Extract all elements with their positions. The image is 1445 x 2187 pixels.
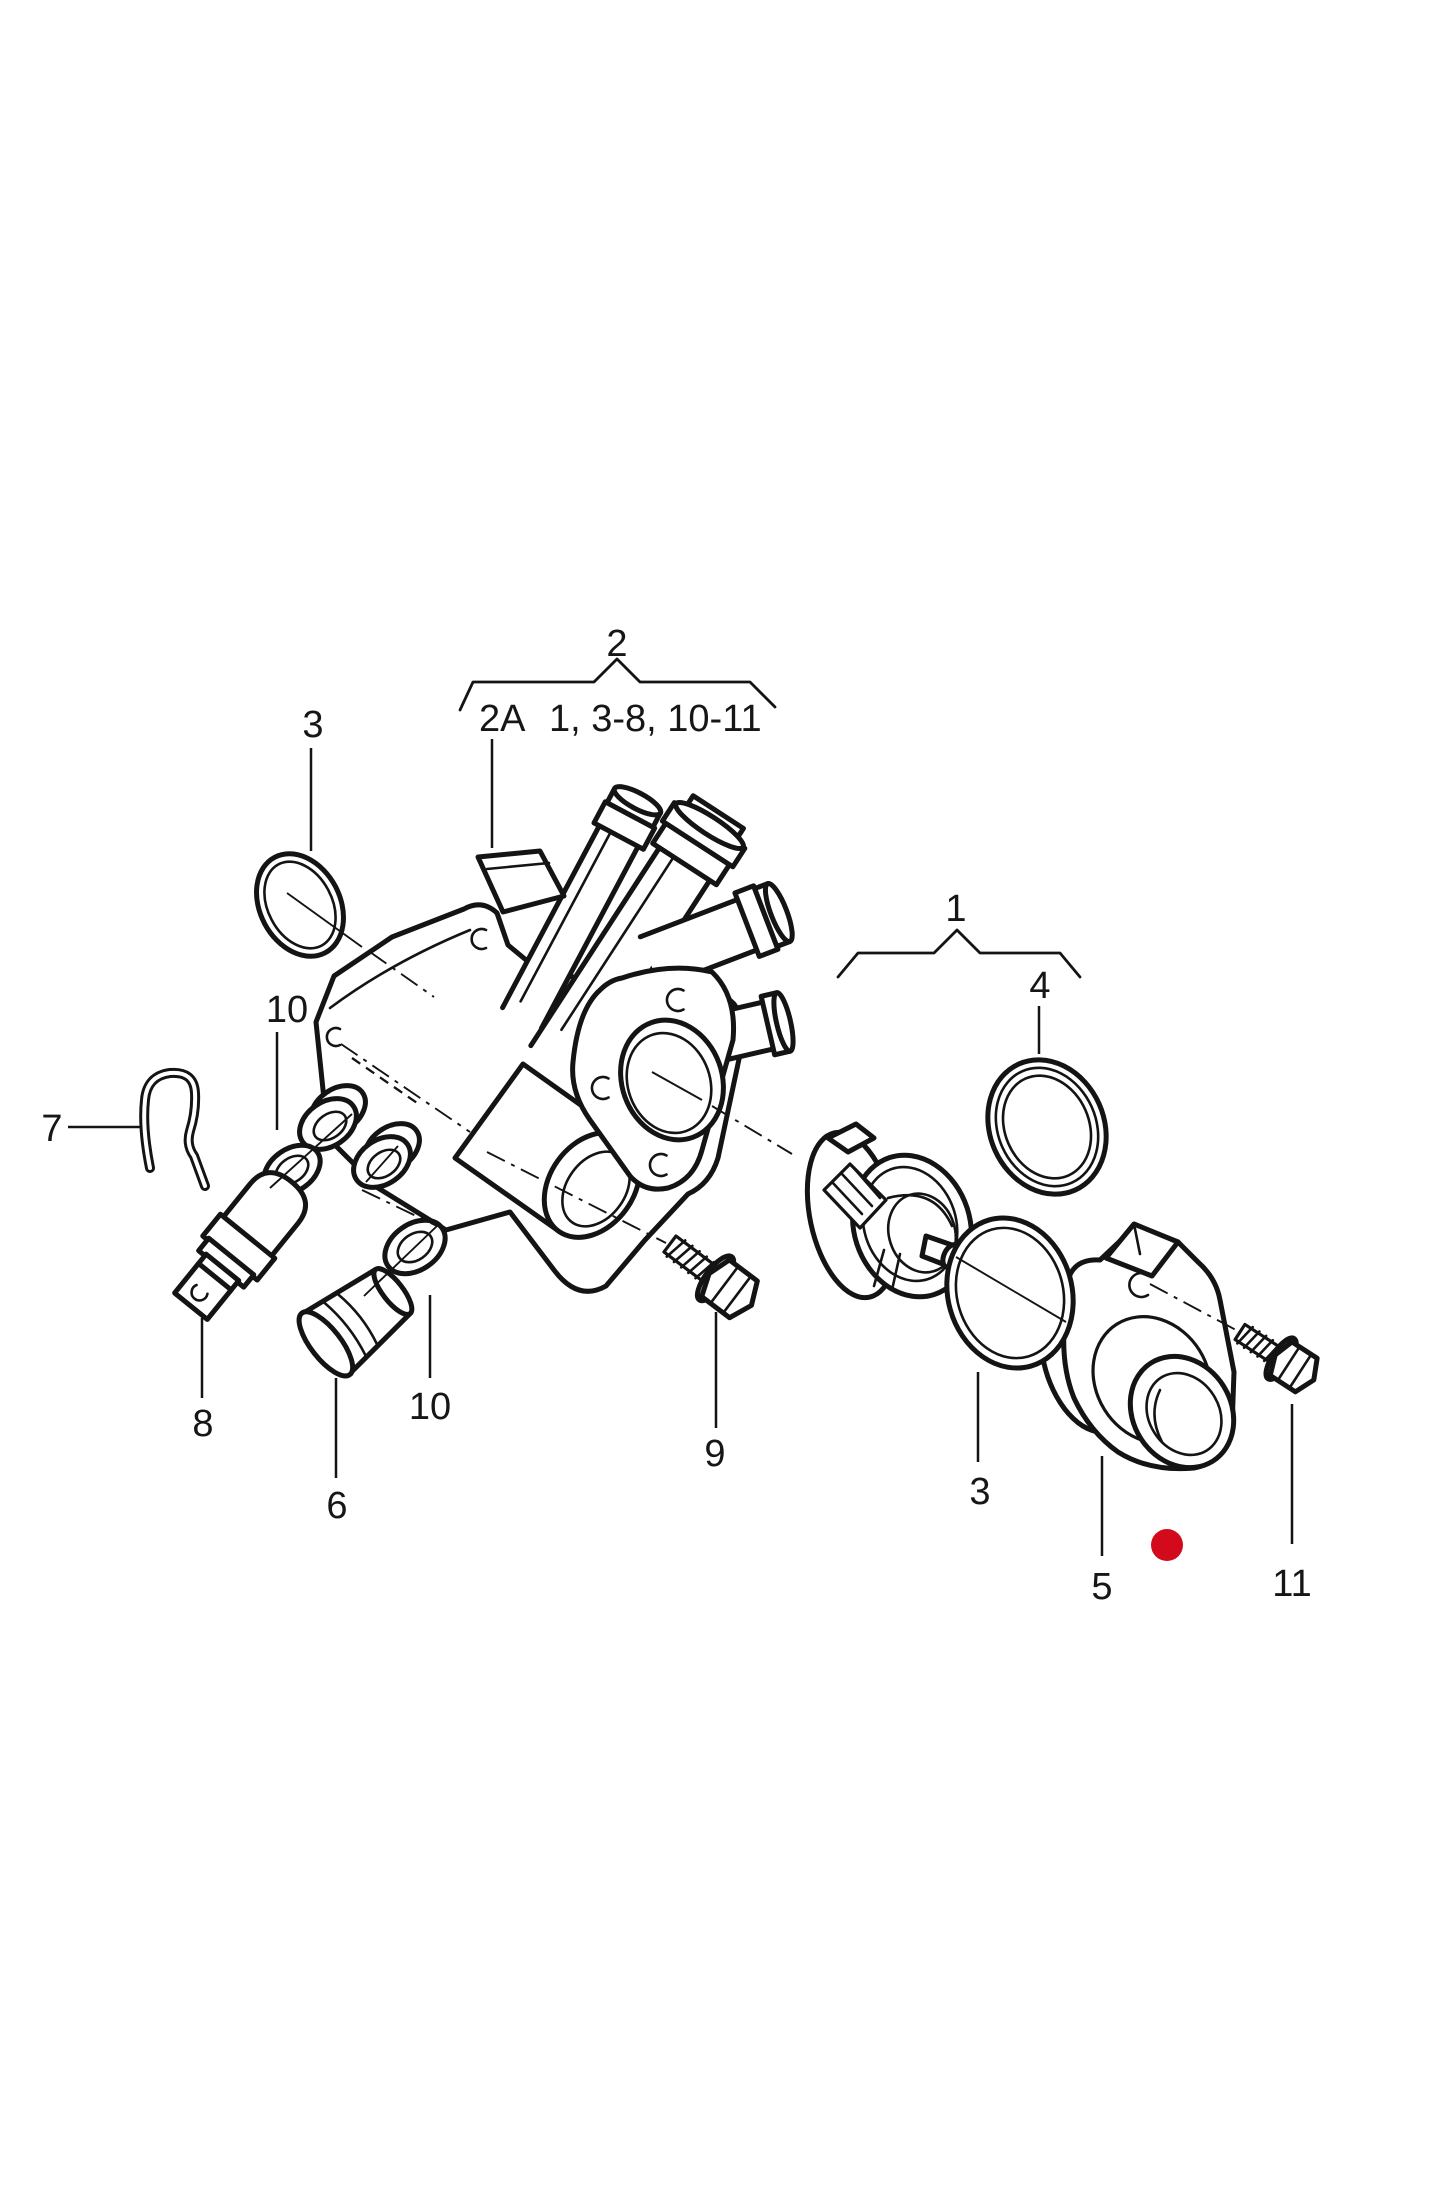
sealing-plug-6 <box>296 1266 415 1379</box>
callout-label-8: 8 <box>192 1403 213 1445</box>
selected-part-marker-dot <box>1151 1529 1183 1561</box>
sensor-body <box>219 1170 308 1260</box>
callout-label-2A-range: 1, 3-8, 10-11 <box>549 698 762 740</box>
group-1-bracket <box>836 928 1082 979</box>
cover-bolt-hole <box>1128 1271 1150 1299</box>
diagram-artwork <box>139 784 1320 1472</box>
assembly-axis-lines <box>269 892 1237 1331</box>
bolt-head <box>699 1257 760 1321</box>
coolant-housing-body <box>297 784 796 1294</box>
axis-line <box>269 1113 353 1189</box>
temperature-sensor-8 <box>172 1170 308 1322</box>
callout-label-9: 9 <box>704 1433 725 1475</box>
axis-line <box>363 1225 438 1297</box>
axis-line <box>286 892 363 948</box>
axis-line <box>955 1256 1067 1323</box>
callout-label-3-rear: 3 <box>969 1471 990 1513</box>
flange-bolt-hole <box>648 1152 668 1178</box>
callout-label-4: 4 <box>1029 965 1050 1007</box>
cover-tab <box>1103 1221 1181 1279</box>
callout-label-10-upper: 10 <box>266 989 308 1031</box>
axis-line <box>486 1151 667 1244</box>
callout-label-1: 1 <box>945 888 966 930</box>
housing-ear-hole <box>470 927 488 951</box>
bolt-head <box>1267 1339 1320 1395</box>
cover-outlet-rim <box>1127 1353 1237 1471</box>
housing-flange-edge <box>328 928 472 1010</box>
flange-bolt-hole <box>665 987 685 1013</box>
callout-label-7: 7 <box>41 1108 62 1150</box>
axis-line <box>651 1071 703 1101</box>
axis-line <box>369 951 435 998</box>
axis-line <box>711 1105 793 1155</box>
axis-line <box>1149 1283 1237 1331</box>
bolt-11 <box>1233 1322 1320 1395</box>
housing-sensor-ports <box>297 1083 422 1190</box>
retaining-clip-7 <box>139 1067 210 1191</box>
callout-annotations: 2 2A 1, 3-8, 10-11 3 10 7 8 6 10 9 1 4 3 5 11 <box>41 623 1311 1608</box>
callout-label-11: 11 <box>1272 1563 1311 1605</box>
o-ring-3-rear <box>944 1215 1076 1371</box>
housing-bolt-hole <box>325 1026 342 1048</box>
housing-thermostat-flange <box>570 965 737 1192</box>
sensor-connector <box>172 1260 234 1322</box>
plug-cap <box>296 1309 356 1379</box>
bolt-9 <box>662 1234 760 1321</box>
callout-label-10-lower: 10 <box>409 1386 451 1428</box>
housing-pipe-right <box>637 880 795 990</box>
thermostat-cover-5 <box>1038 1221 1237 1472</box>
thermostat-tab <box>825 1121 877 1155</box>
callout-label-3-front: 3 <box>302 704 323 746</box>
o-ring-3-front <box>254 851 346 959</box>
housing-bracket-stub <box>475 848 567 915</box>
callout-label-2A: 2A <box>479 698 526 740</box>
o-ring-4 <box>985 1057 1109 1197</box>
bolt-threads <box>665 1239 716 1280</box>
axis-line <box>361 1189 438 1227</box>
axis-line <box>351 1057 421 1106</box>
callout-label-2: 2 <box>606 623 627 665</box>
group-2-bracket <box>458 657 777 712</box>
thermostat-1 <box>804 1121 974 1301</box>
callout-label-6: 6 <box>326 1485 347 1527</box>
axis-line <box>340 1043 471 1133</box>
bolt-threads <box>1236 1325 1281 1363</box>
axis-line <box>365 1145 399 1183</box>
flange-bolt-hole <box>590 1075 610 1101</box>
callout-label-5: 5 <box>1091 1566 1112 1608</box>
thermostat-bellows <box>822 1162 888 1230</box>
